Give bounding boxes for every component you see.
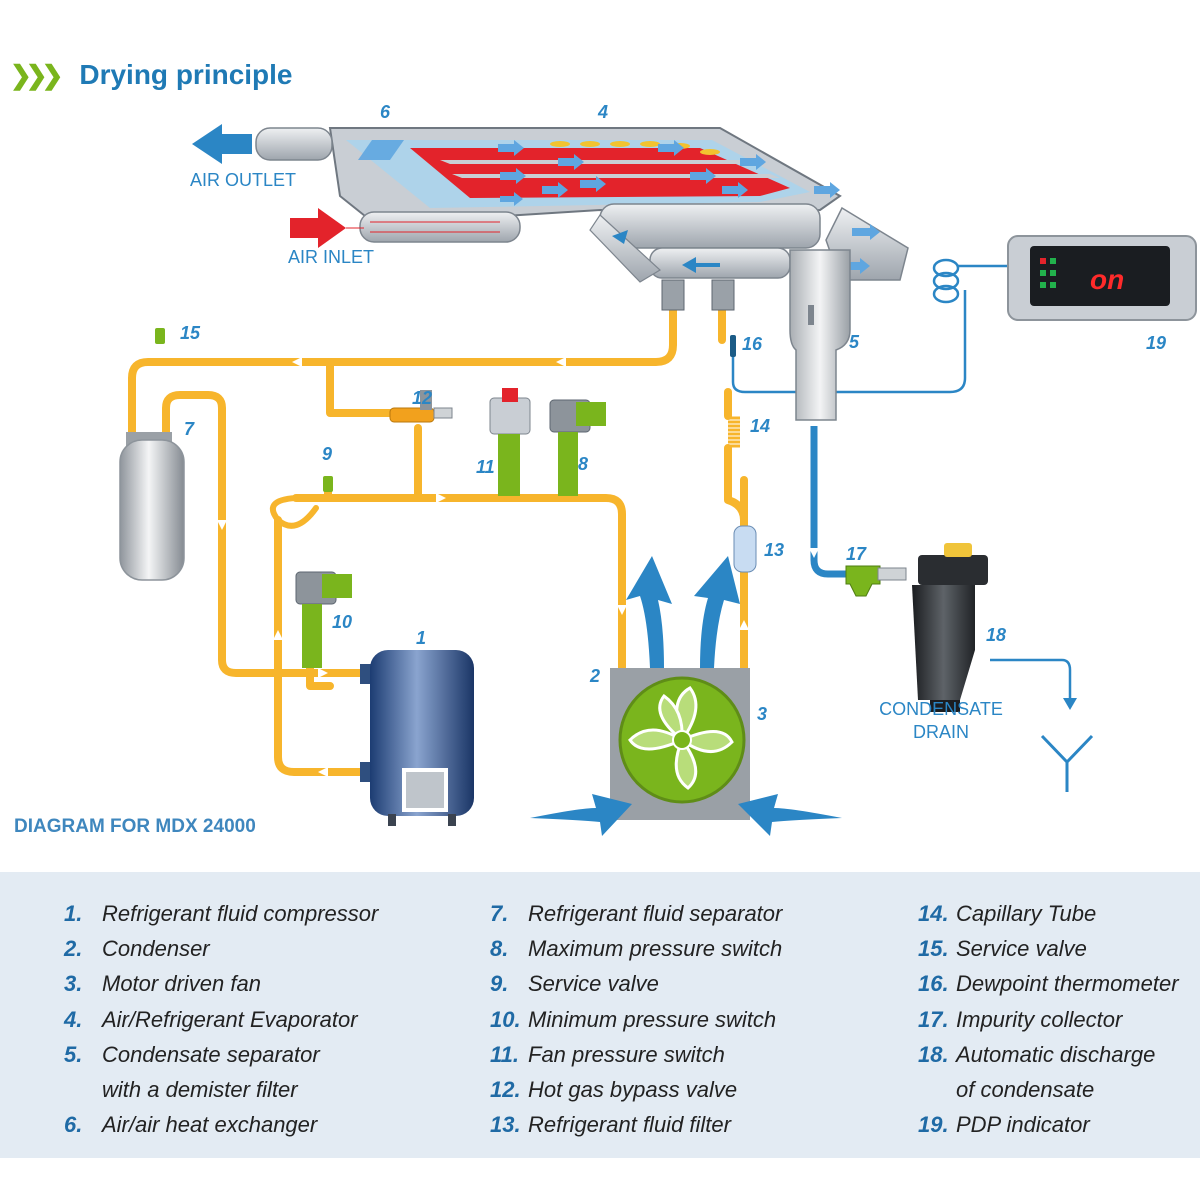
legend-item-continuation: of condensate [956, 1077, 1095, 1103]
legend-item-continuation: with a demister filter [102, 1077, 298, 1103]
air-outlet-label: AIR OUTLET [190, 170, 296, 190]
callout-7: 7 [184, 419, 195, 439]
refrigerant-filter [733, 525, 757, 573]
legend-item: 17.Impurity collector [918, 1006, 1123, 1032]
condensate-line [810, 426, 850, 578]
legend-column-2: 7.Refrigerant fluid separator 8.Maximum … [490, 896, 782, 1143]
air-inlet-label: AIR INLET [288, 247, 374, 267]
callout-13: 13 [764, 540, 784, 560]
legend-item: 19.PDP indicator [918, 1112, 1090, 1138]
legend-item: 16.Dewpoint thermometer [918, 971, 1179, 997]
legend-item: 3.Motor driven fan [64, 971, 261, 997]
legend-item: 9.Service valve [490, 971, 659, 997]
callout-18: 18 [986, 625, 1006, 645]
legend-item: 8.Maximum pressure switch [490, 935, 783, 961]
air-outlet-arrow [192, 124, 252, 164]
legend-item: 2.Condenser [64, 935, 210, 961]
callout-2: 2 [589, 666, 600, 686]
callout-9: 9 [322, 444, 332, 464]
condenser-airflow [530, 556, 842, 836]
legend-item: 12.Hot gas bypass valve [490, 1077, 738, 1103]
legend-item: 10.Minimum pressure switch [490, 1006, 777, 1032]
legend-item: 15.Service valve [918, 935, 1087, 961]
flow-arrows [217, 357, 749, 777]
callout-11: 11 [476, 457, 495, 477]
legend-item: 7.Refrigerant fluid separator [490, 900, 783, 926]
condensate-drain-label-1: CONDENSATE [879, 699, 1003, 719]
condensate-separator [789, 249, 851, 421]
legend-column-3: 14.Capillary Tube 15.Service valve 16.De… [918, 896, 1179, 1143]
maximum-pressure-switch [549, 399, 606, 496]
legend-item: 1.Refrigerant fluid compressor [64, 900, 379, 926]
hot-gas-bypass-valve [389, 390, 453, 423]
callout-3: 3 [757, 704, 767, 724]
header: ❯❯❯ Drying principle [10, 55, 293, 95]
pdp-display-value: on [1090, 264, 1124, 295]
refrigerant-piping [128, 304, 748, 776]
condensate-drain-label-2: DRAIN [913, 722, 969, 742]
air-inlet-arrow [290, 208, 364, 248]
callout-6: 6 [380, 102, 391, 122]
callout-5: 5 [849, 332, 860, 352]
callout-8: 8 [578, 454, 588, 474]
impurity-collector [845, 565, 907, 597]
callout-14: 14 [750, 416, 770, 436]
service-valve-15 [155, 328, 165, 344]
pdp-indicator: on [1007, 235, 1197, 321]
evaporator-air-arrows [498, 140, 840, 206]
legend-item: 14.Capillary Tube [918, 900, 1097, 926]
heat-exchanger-assembly [255, 127, 909, 311]
legend-item: 18.Automatic discharge [918, 1041, 1156, 1067]
callout-16: 16 [742, 334, 763, 354]
callout-17: 17 [846, 544, 867, 564]
service-valve-9 [323, 476, 333, 492]
capillary-tube [728, 416, 740, 448]
legend-item: 5.Condensate separator [64, 1041, 320, 1067]
callout-1: 1 [416, 628, 426, 648]
chevron-right-icon: ❯❯❯ [10, 59, 63, 90]
drain-outlet-icon [1040, 734, 1094, 792]
callout-15: 15 [180, 323, 201, 343]
refrigeration-diagram: on [119, 102, 1197, 836]
callout-10: 10 [332, 612, 352, 632]
legend-item: 6.Air/air heat exchanger [64, 1112, 318, 1138]
callout-4: 4 [597, 102, 608, 122]
callout-12: 12 [412, 388, 432, 408]
page-title: Drying principle [79, 59, 293, 90]
minimum-pressure-switch [295, 571, 352, 668]
compressor [360, 650, 474, 826]
legend-item: 4.Air/Refrigerant Evaporator [64, 1006, 358, 1032]
legend-item: 13.Refrigerant fluid filter [490, 1112, 731, 1138]
dewpoint-thermometer [730, 290, 967, 394]
condenser-unit [610, 668, 750, 820]
fan-pressure-switch [489, 388, 531, 496]
fan-icon [628, 686, 734, 790]
callout-19: 19 [1146, 333, 1166, 353]
legend-item: 11.Fan pressure switch [490, 1041, 725, 1067]
automatic-drain [912, 543, 988, 712]
drain-discharge-line [990, 658, 1072, 700]
pdp-coil [932, 258, 1008, 304]
legend-panel: 1.Refrigerant fluid compressor 2.Condens… [0, 872, 1200, 1158]
legend-column-1: 1.Refrigerant fluid compressor 2.Condens… [64, 896, 378, 1143]
refrigerant-separator [119, 432, 185, 581]
diagram-subtitle: DIAGRAM FOR MDX 24000 [14, 816, 256, 837]
